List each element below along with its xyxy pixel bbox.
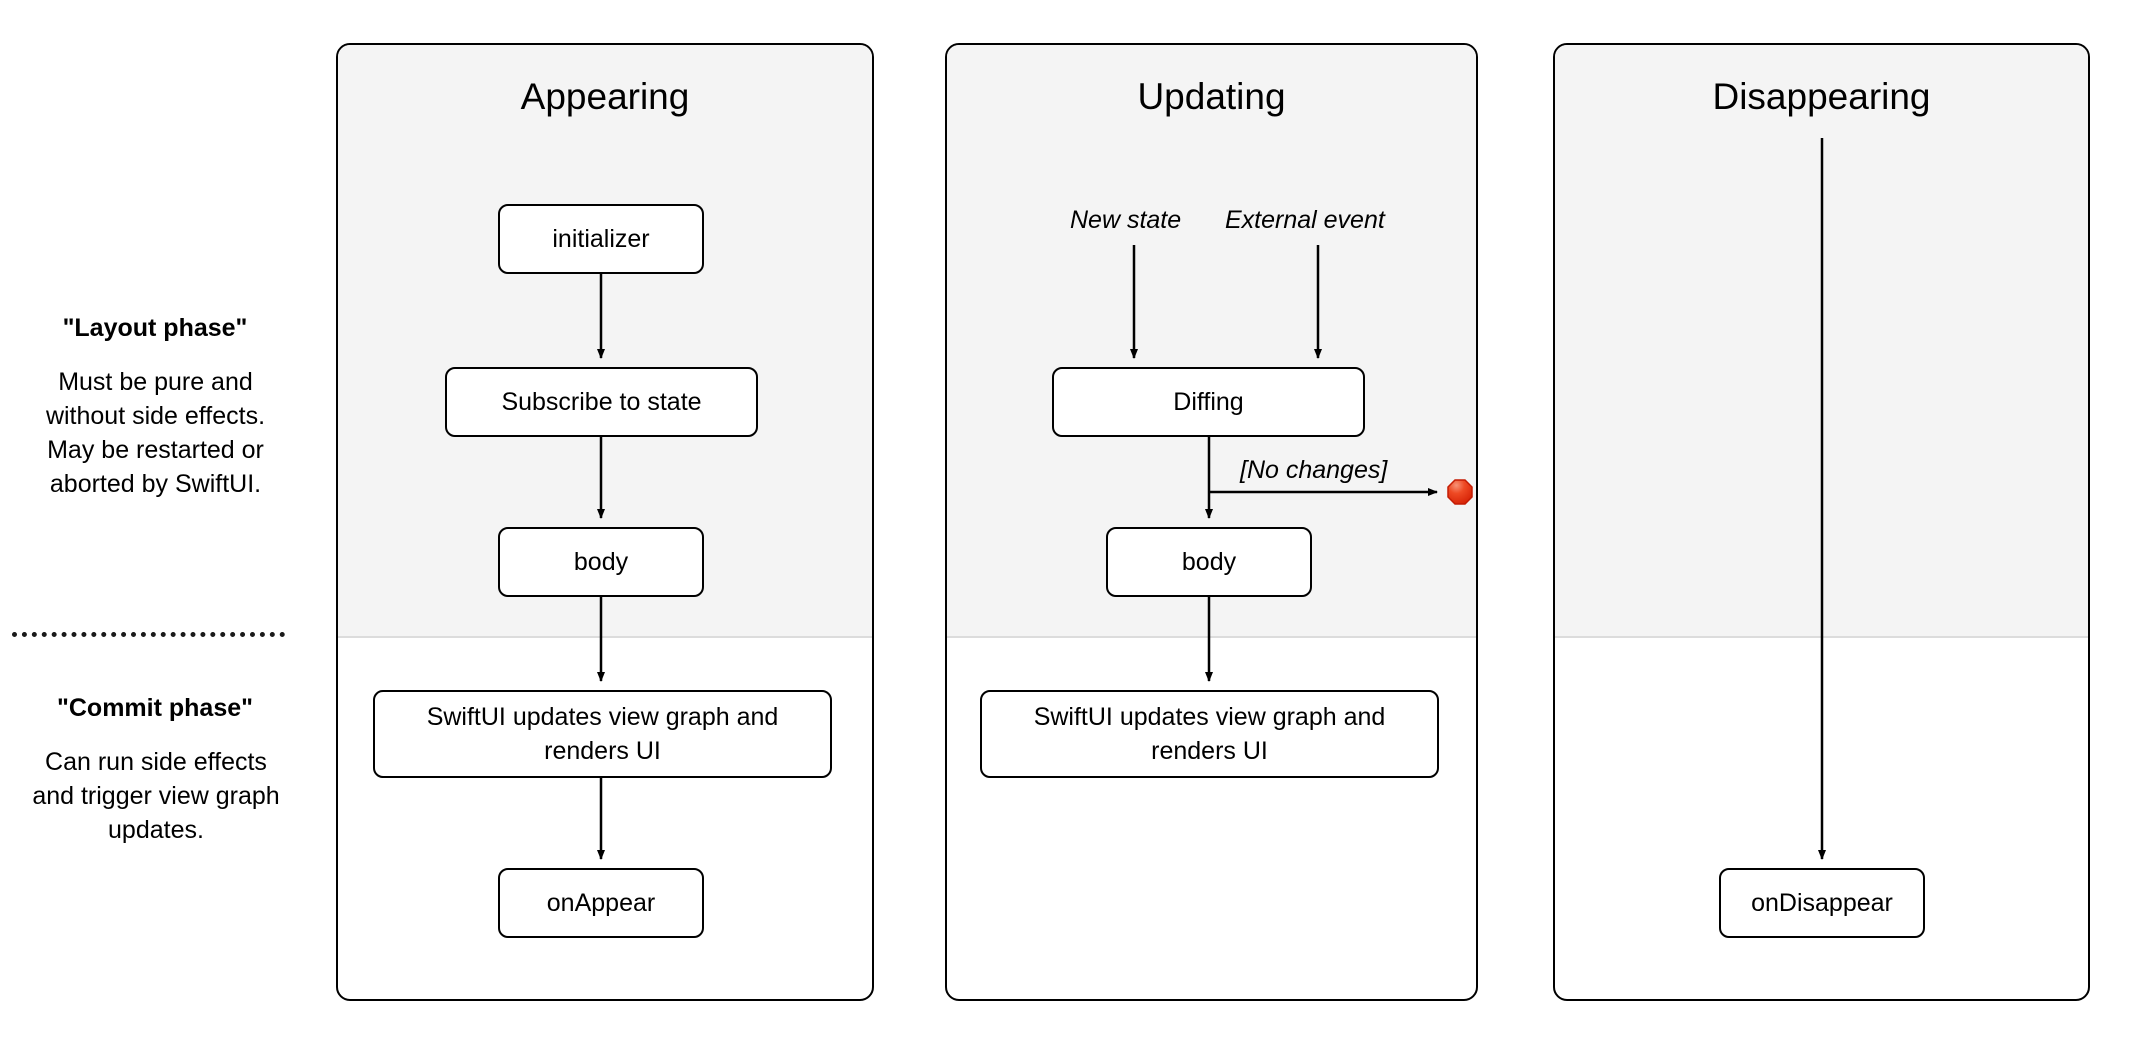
layout-phase-shade-disappearing xyxy=(1555,45,2088,638)
node-swiftui-updates-updating[interactable]: SwiftUI updates view graph and renders U… xyxy=(980,690,1439,778)
layout-phase-description: Must be pure and without side effects. M… xyxy=(45,368,266,498)
node-diffing[interactable]: Diffing xyxy=(1052,367,1365,437)
panel-title-updating: Updating xyxy=(1137,76,1286,117)
panel-appearing: Appearing xyxy=(336,43,874,1001)
panel-title-disappearing: Disappearing xyxy=(1712,76,1931,117)
node-on-disappear[interactable]: onDisappear xyxy=(1719,868,1925,938)
edge-label-new-state: New state xyxy=(1070,206,1182,234)
node-body-updating[interactable]: body xyxy=(1106,527,1312,597)
edge-label-external-event: External event xyxy=(1225,206,1385,234)
node-swiftui-updates-appearing[interactable]: SwiftUI updates view graph and renders U… xyxy=(373,690,832,778)
node-body-appearing[interactable]: body xyxy=(498,527,704,597)
node-subscribe-to-state[interactable]: Subscribe to state xyxy=(445,367,758,437)
node-initializer[interactable]: initializer xyxy=(498,204,704,274)
commit-phase-heading: "Commit phase" xyxy=(57,694,253,722)
panel-updating: Updating xyxy=(945,43,1478,1001)
edge-label-no-changes: [No changes] xyxy=(1240,456,1388,484)
commit-phase-description: Can run side effects and trigger view gr… xyxy=(32,748,280,844)
layout-phase-heading: "Layout phase" xyxy=(62,314,248,342)
panel-title-appearing: Appearing xyxy=(520,76,690,117)
phase-divider xyxy=(12,632,285,637)
panel-disappearing: Disappearing xyxy=(1553,43,2090,1001)
node-on-appear[interactable]: onAppear xyxy=(498,868,704,938)
